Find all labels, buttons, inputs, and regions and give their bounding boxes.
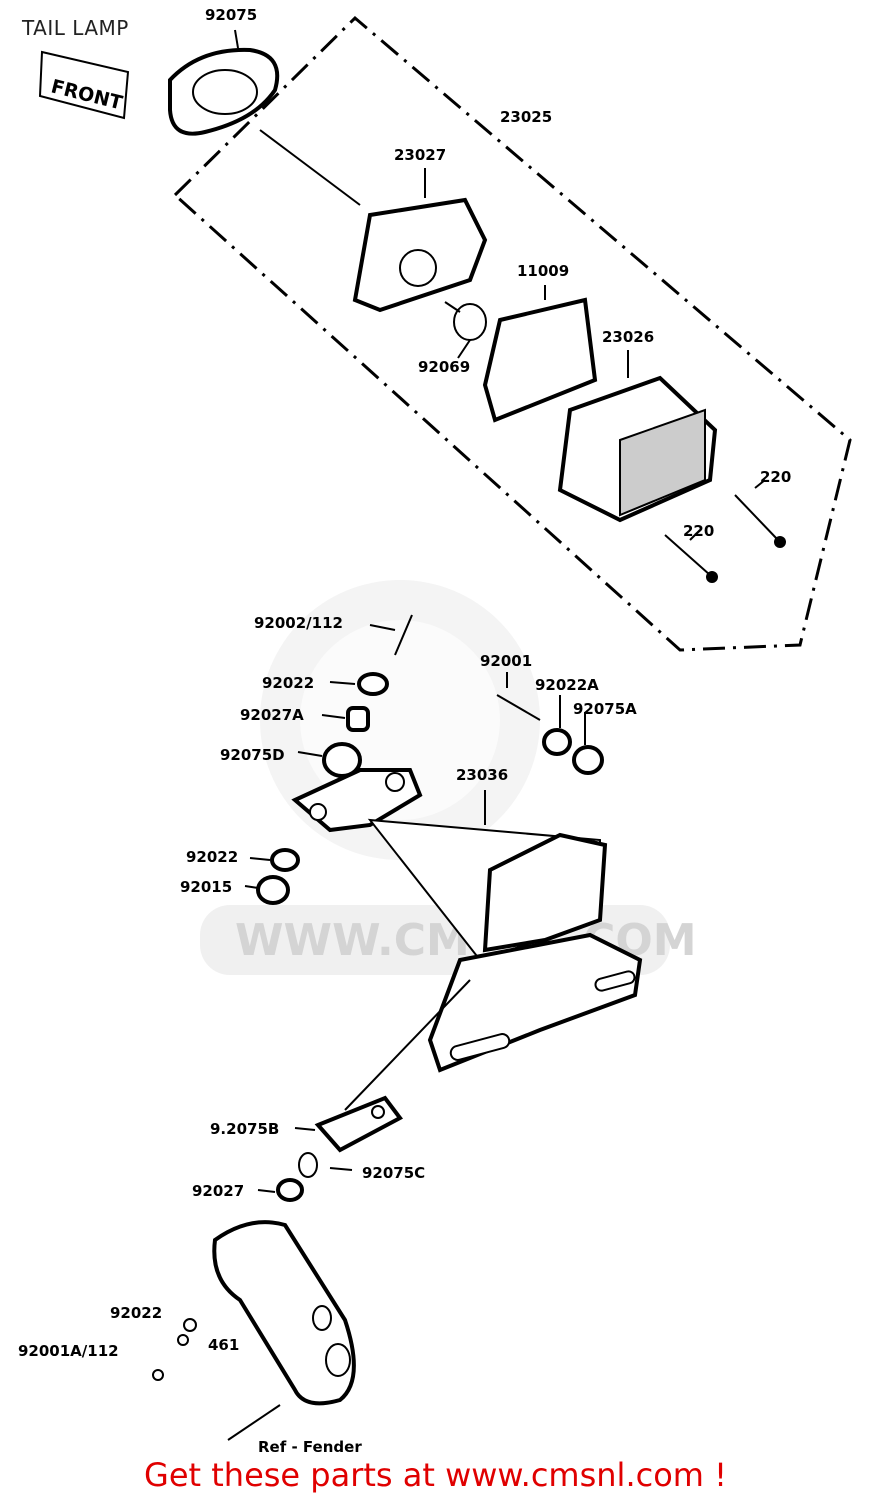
label-92027A: 92027A (240, 706, 304, 724)
label-11009: 11009 (517, 262, 569, 280)
label-92075B: 9.2075B (210, 1120, 279, 1138)
part-92001a-bolt (152, 1369, 164, 1381)
part-92027a-collar (346, 706, 370, 732)
label-92015: 92015 (180, 878, 232, 896)
part-92022a-washer (542, 728, 572, 756)
part-rear-fender (212, 1220, 356, 1441)
assembly-boundary (173, 15, 852, 652)
part-92075c-damper (298, 1152, 353, 1178)
part-92002-bolt (369, 614, 413, 656)
label-92075C: 92075C (362, 1164, 425, 1182)
label-92075: 92075 (205, 6, 257, 24)
part-92015-nut (256, 875, 290, 905)
label-23036: 23036 (456, 766, 508, 784)
part-23036-bracket (291, 768, 643, 1073)
label-92022-c: 92022 (110, 1304, 162, 1322)
part-92022-washer (357, 672, 389, 696)
part-92001-bolt (496, 694, 541, 721)
footer-link-text[interactable]: Get these parts at www.cmsnl.com ! (144, 1456, 727, 1494)
label-92069: 92069 (418, 358, 470, 376)
label-92022-b: 92022 (186, 848, 238, 866)
label-92075D: 92075D (220, 746, 285, 764)
label-23027: 23027 (394, 146, 446, 164)
label-220-a: 220 (760, 468, 791, 486)
part-220-screws (664, 479, 786, 583)
label-92001A-112: 92001A/112 (18, 1342, 119, 1360)
part-92022-washer-3 (183, 1318, 197, 1332)
front-indicator: FRONT (38, 50, 130, 120)
label-92075A: 92075A (573, 700, 637, 718)
label-461: 461 (208, 1336, 239, 1354)
part-92075d-damper (322, 742, 362, 778)
part-92075-gasket (168, 29, 280, 136)
label-92022A: 92022A (535, 676, 599, 694)
page-title: TAIL LAMP (22, 16, 129, 40)
part-92075b-plate (294, 1095, 403, 1153)
part-23027-lamp-base (352, 168, 488, 313)
label-220-b: 220 (683, 522, 714, 540)
label-92001: 92001 (480, 652, 532, 670)
part-92022-washer-2 (270, 848, 300, 872)
label-92002-112: 92002/112 (254, 614, 343, 632)
label-23026: 23026 (602, 328, 654, 346)
part-11009-gasket (482, 285, 598, 423)
label-23025: 23025 (500, 108, 552, 126)
part-461-clip (177, 1334, 189, 1346)
part-92027-collar (257, 1178, 304, 1202)
label-92022-a: 92022 (262, 674, 314, 692)
label-92027: 92027 (192, 1182, 244, 1200)
part-23026-lens (557, 350, 718, 523)
part-92075a-damper (572, 745, 604, 775)
label-ref-fender: Ref - Fender (258, 1438, 362, 1456)
part-92069-bulb (444, 301, 487, 359)
